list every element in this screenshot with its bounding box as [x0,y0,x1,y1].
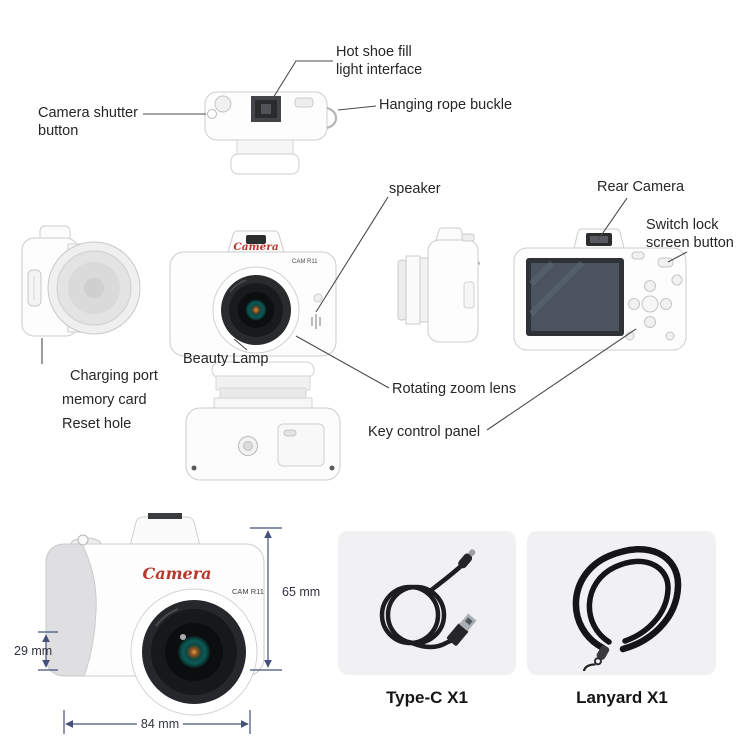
top-button [294,97,314,108]
side2-body [427,239,479,343]
viewfinder-hump-hero [129,516,201,547]
callout-reset-hole: Reset hole [62,416,132,432]
shutter-button-hero [77,534,89,546]
top-dial-side2 [461,233,475,242]
fill-light-window [246,235,266,244]
callout-memory-card: memory card [62,392,147,408]
camera-rear-view [513,228,687,351]
mode-dial [214,95,232,113]
lens-hero-glass [178,636,210,668]
typec-cable-graphic [379,549,477,650]
zoom-ring-side [419,257,429,323]
record-button [671,274,683,286]
camera-front-view: Camera CAM R11 [169,230,337,357]
lens-highlight [229,279,247,293]
dimension-width-label: 84 mm [136,717,184,731]
cable-coil [379,564,463,650]
hot-shoe-hero [148,513,182,519]
model-text-front: CAM R11 [292,259,318,265]
lanyard-graphic [572,545,681,671]
camera-top-view [204,91,338,175]
shutter-button [207,109,217,119]
usb-c-connector [458,549,476,569]
accessory-label-lanyard: Lanyard X1 [576,688,668,707]
rear-top-button [631,251,645,260]
battery-latch [283,429,297,437]
viewfinder-hump-side2 [435,227,465,241]
strap-eyelet [477,261,480,266]
callout-rear-camera: Rear Camera [597,179,685,195]
hot-shoe-contact [261,104,271,114]
accessory-box-typec [338,531,516,675]
screen-reflection [528,260,585,317]
lens-barrel-side2 [405,255,421,325]
callout-shutter-button: Camera shutter button [38,105,138,139]
lug-right [329,465,335,471]
speaker-grille [311,314,321,329]
side2-door [463,281,475,309]
rear-viewfinder-glass [590,236,608,243]
callout-beauty-lamp: Beauty Lamp [183,351,269,367]
accessory-box-lanyard [527,531,716,675]
lens-hero-highlight [155,608,179,627]
callout-rope-buckle: Hanging rope buckle [379,97,513,113]
lens-hub [84,278,104,298]
callout-zoom-lens: Rotating zoom lens [392,381,517,397]
model-text-hero: CAM R11 [232,587,264,596]
camera-right-side-view [397,227,480,343]
callout-hot-shoe: Hot shoe fill light interface [336,44,423,78]
camera-left-side-view [21,225,141,337]
lens-band-2 [219,387,307,400]
dimension-height-label: 65 mm [282,585,321,599]
tripod-thread [243,441,253,451]
callout-switch-lock: Switch lock screen button [646,217,734,251]
callout-charging-port: Charging port [70,368,158,384]
accessory-label-typec: Type-C X1 [386,688,468,707]
lanyard-strap [572,545,681,652]
camera-dimension-view: Camera CAM R11 [45,513,265,716]
dimension-depth-label: 29 mm [14,644,53,658]
callout-key-panel: Key control panel [368,424,481,440]
lens-front-ring-top [230,153,300,175]
lens-specular [180,634,186,640]
callout-speaker: speaker [389,181,441,197]
lug-left [191,465,197,471]
hand-grip [45,543,97,677]
usb-a-connector [446,613,477,646]
strap-buckle [326,106,338,130]
brand-logo-front: Camera [233,241,278,253]
brand-logo-hero: Camera [142,564,211,583]
camera-bottom-view [185,361,341,481]
switch-lock-button [657,257,674,268]
front-button [313,293,323,303]
lens-glass [245,299,267,321]
lanyard-clasp [582,644,609,671]
lens-front-ring-side [397,259,407,321]
